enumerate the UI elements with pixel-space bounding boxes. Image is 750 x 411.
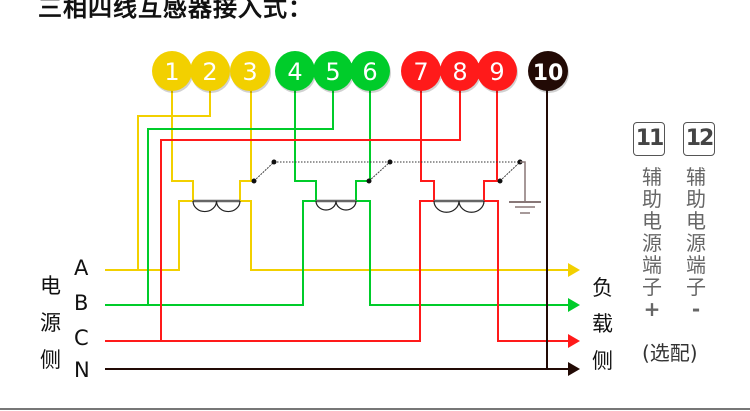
aux-char: 辅: [642, 165, 662, 189]
switch-1: [253, 161, 275, 182]
terminal-8: [440, 51, 480, 91]
terminal-label: 1: [164, 58, 179, 86]
arrow-a: [568, 263, 580, 277]
aux-char: 子: [686, 275, 706, 299]
aux-char: 源: [686, 231, 706, 255]
wire-terminal-6: [355, 90, 371, 201]
terminal-9: [477, 51, 517, 91]
terminal-3: [230, 51, 270, 91]
terminal-label: 9: [489, 58, 504, 86]
bottom-divider: [0, 408, 750, 410]
switch-dot: [387, 159, 393, 165]
terminal-5: [313, 51, 353, 91]
source-side-label-2: 源: [40, 311, 61, 335]
aux-char: -: [691, 297, 701, 321]
aux-char: +: [643, 297, 661, 321]
switch-dot: [366, 178, 372, 184]
terminal-label: 5: [325, 58, 340, 86]
ct-coil-2: [315, 200, 357, 211]
terminal-label: 4: [287, 58, 302, 86]
optional-note: (选配): [642, 341, 698, 365]
wire-terminal-9: [483, 90, 498, 201]
aux-char: 电: [642, 209, 662, 233]
terminal-11-box: 11: [633, 122, 665, 156]
aux-char: 辅: [686, 165, 706, 189]
terminal-label: 6: [362, 58, 377, 86]
aux-char: 端: [686, 253, 706, 277]
terminal-12-description: 辅助电源端子-: [684, 166, 708, 320]
wire-terminal-3: [239, 90, 252, 201]
terminal-1: [152, 51, 192, 91]
phase-b-label: B: [74, 291, 89, 315]
diagram-title: 三相四线互感器接入式：: [38, 0, 313, 22]
wire-terminal-2: [137, 90, 211, 270]
switch-3: [499, 161, 521, 182]
phase-a-label: A: [74, 256, 89, 280]
terminal-10: [528, 51, 568, 91]
switch-dot: [497, 178, 503, 184]
wire-terminal-7: [420, 90, 435, 201]
terminal-label: 8: [452, 58, 467, 86]
switch-dot: [251, 178, 257, 184]
ground-wire: [520, 161, 526, 202]
terminal-label: 2: [202, 58, 217, 86]
phase-n-label: N: [74, 358, 90, 382]
arrow-c: [568, 334, 580, 348]
terminal-7: [401, 51, 441, 91]
aux-char: 源: [642, 231, 662, 255]
aux-char: 电: [686, 209, 706, 233]
terminal-2: [190, 51, 230, 91]
ct-coil-1: [192, 200, 241, 213]
aux-char: 助: [686, 187, 706, 211]
terminal-label: 3: [242, 58, 257, 86]
load-side-label-2: 载: [592, 312, 613, 336]
terminal-6: [350, 51, 390, 91]
wire-terminal-5: [147, 90, 334, 305]
load-side-label-3: 侧: [592, 349, 613, 373]
phase-c-label: C: [74, 326, 89, 350]
terminal-label: 7: [413, 58, 428, 86]
load-side-label-1: 负: [592, 276, 613, 300]
terminal-11-description: 辅助电源端子+: [640, 166, 664, 320]
source-side-label-1: 电: [40, 274, 61, 298]
source-side-label-3: 侧: [40, 348, 61, 372]
aux-char: 助: [642, 187, 662, 211]
arrow-b: [568, 298, 580, 312]
phase-a-line: [105, 200, 570, 271]
phase-b-line: [105, 200, 570, 306]
switch-2: [368, 161, 391, 182]
terminal-12-box: 12: [683, 122, 715, 156]
terminal-4: [275, 51, 315, 91]
aux-char: 子: [642, 275, 662, 299]
switch-dot: [271, 159, 277, 165]
ct-coil-3: [433, 200, 485, 213]
wire-terminal-1: [171, 90, 194, 201]
aux-char: 端: [642, 253, 662, 277]
wire-terminal-8: [160, 90, 461, 341]
arrow-n: [568, 362, 580, 376]
wire-terminal-4: [294, 90, 317, 201]
terminal-label: 10: [533, 61, 564, 86]
